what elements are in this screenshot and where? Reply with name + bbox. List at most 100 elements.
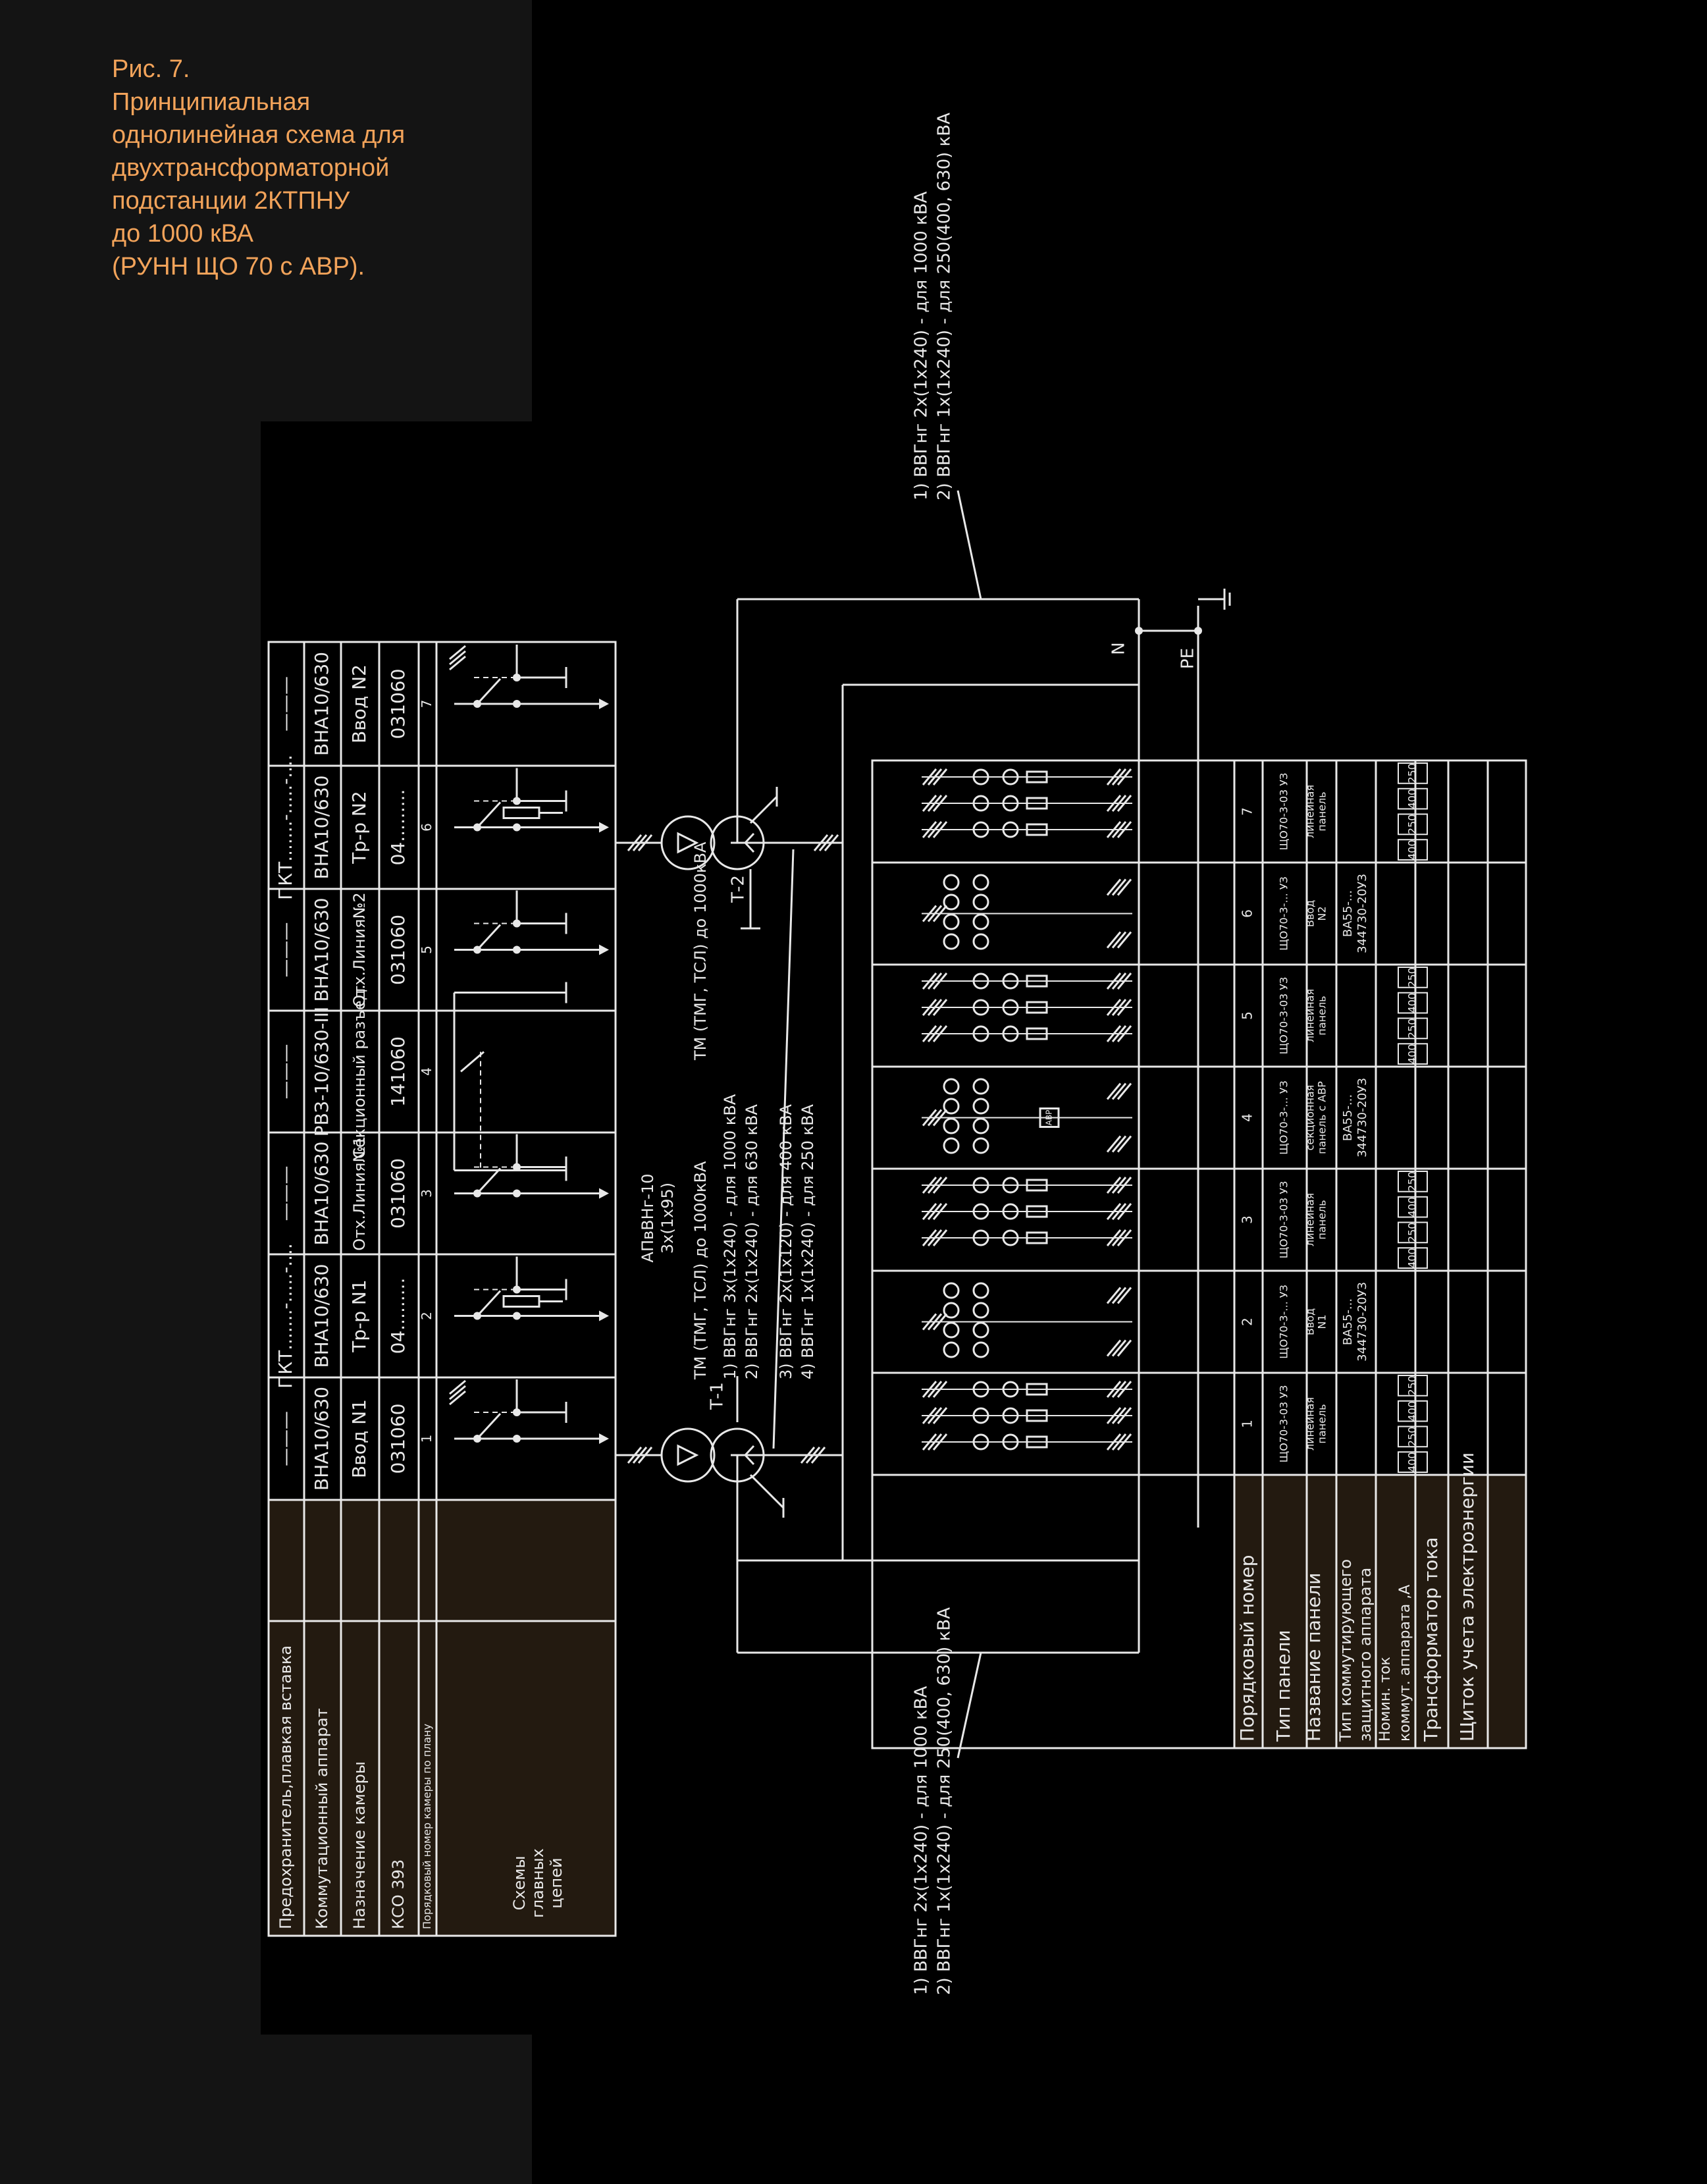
lv-row-header: Щиток учета электроэнергии	[1456, 1452, 1478, 1742]
ct-box	[1026, 1001, 1048, 1014]
cable-tick	[449, 650, 466, 666]
cable-tick	[1106, 1229, 1122, 1246]
lv-breaker: 344730-20УЗ	[1355, 874, 1369, 953]
hv-row-header: КСО 393	[389, 1859, 407, 1929]
current-box	[1398, 1247, 1428, 1269]
current-box	[1398, 1043, 1428, 1065]
lv-panel-name: линейная	[1304, 989, 1317, 1042]
lv-panel-name: линейная	[1304, 785, 1317, 838]
hv-cell-switch: ВНА10/630	[311, 1142, 332, 1246]
cable-tick	[1111, 1407, 1127, 1424]
lv-row-header: коммут. аппарата ,А	[1397, 1585, 1413, 1742]
lv-current: 250	[1406, 1019, 1419, 1039]
ammeter	[972, 1407, 989, 1424]
lv-breaker: ВА55-...	[1341, 890, 1355, 937]
lv-current: 250	[1406, 1171, 1419, 1192]
label-n: N	[1109, 642, 1129, 654]
ammeter	[943, 874, 960, 891]
ct-box	[1026, 1205, 1048, 1218]
hv-cell-purpose: Тр-р N2	[348, 791, 370, 864]
lv-breaker: ВА55-...	[1341, 1094, 1355, 1141]
lv-row-header: Тип коммутирующего	[1336, 1559, 1355, 1742]
lv-panel-num: 6	[1240, 909, 1255, 918]
lv-winding	[710, 815, 765, 870]
lv-panel-name: панель	[1316, 1200, 1328, 1239]
cable-tick	[800, 1447, 816, 1464]
hv-cell-switch: РВЗ-10/630-III	[311, 1007, 332, 1137]
lv-panel-name: линейная	[1304, 1193, 1317, 1246]
cable-tick	[1116, 1287, 1132, 1304]
schemes-label: Схемы	[510, 1856, 529, 1911]
current-box	[1398, 1196, 1428, 1218]
cable-tick	[627, 834, 643, 851]
node-dot	[513, 1312, 521, 1320]
label-t2: Т-2	[729, 875, 748, 903]
ammeter	[1002, 768, 1019, 786]
cable-tick	[932, 768, 948, 786]
cable-tick	[922, 768, 937, 786]
cable-tick	[1111, 1203, 1127, 1220]
hv-cell-fuse: ПКТ.......-.....-....	[275, 755, 296, 900]
ammeter	[972, 972, 989, 990]
ct-box	[1026, 1409, 1048, 1422]
cable-tick	[1106, 972, 1122, 990]
cable-tick	[1116, 1339, 1132, 1357]
cable-tick	[1116, 821, 1132, 838]
current-box	[1398, 813, 1428, 836]
cable-tick	[632, 1447, 648, 1464]
trafo-cable-line: 2) ВВГнг 2х(1х240) - для 630 кВА	[743, 1104, 761, 1379]
cable-tick	[932, 821, 948, 838]
cable-tick	[1111, 878, 1127, 896]
arrow	[599, 822, 609, 833]
ammeter	[972, 933, 989, 950]
hv-row-header: Коммутационный аппарат	[313, 1708, 331, 1929]
lv-current: 250	[1406, 814, 1419, 835]
earth-link-t1	[749, 1474, 785, 1509]
cable-tick	[927, 999, 943, 1016]
cable-tick	[932, 795, 948, 812]
lv-panel-name: линейная	[1304, 1397, 1317, 1451]
hv-cell-switch: ВНА10/630	[311, 1387, 332, 1491]
current-box	[1398, 839, 1428, 861]
cable-tick	[1116, 768, 1132, 786]
cable-tick	[824, 834, 839, 851]
hv-winding	[660, 1427, 716, 1483]
cable-tick	[637, 834, 653, 851]
lv-breaker: ВА55-...	[1341, 1298, 1355, 1345]
cable-tick	[922, 795, 937, 812]
cable-tick	[449, 655, 466, 671]
cable-tick	[1116, 1203, 1132, 1220]
cable-tick	[1116, 1407, 1132, 1424]
lv-panel-name: панель с АВР	[1316, 1081, 1328, 1154]
cable-tick	[922, 1203, 937, 1220]
star-symbol	[744, 832, 755, 844]
ct-box	[1026, 1231, 1048, 1244]
ammeter	[972, 1078, 989, 1095]
ammeter	[943, 1117, 960, 1134]
node-dot	[1194, 627, 1202, 635]
delta-symbol	[677, 1444, 699, 1466]
star-symbol	[744, 1454, 755, 1466]
hv-cell-kso: 04.........	[387, 789, 409, 866]
ammeter	[972, 1177, 989, 1194]
cable-tick	[1106, 1339, 1122, 1357]
hv-cell-num: 5	[419, 946, 434, 954]
caption-line: однолинейная схема для	[112, 121, 406, 149]
cable-tick	[1116, 999, 1132, 1016]
ammeter	[972, 1098, 989, 1115]
lv-panel-type: ЩО70-3-03 УЗ	[1278, 977, 1290, 1055]
schemes-label: главных	[529, 1848, 547, 1918]
caption-line: Рис. 7.	[112, 55, 190, 83]
switch-blade	[476, 801, 502, 828]
cable-tick	[932, 1177, 948, 1194]
lv-panel-type: ЩО70-3-... УЗ	[1278, 1080, 1290, 1155]
lv-panel-name: панель	[1316, 996, 1328, 1035]
lv-panel-num: 2	[1240, 1318, 1255, 1326]
lv-panel-type: ЩО70-3-03 УЗ	[1278, 773, 1290, 851]
cable-tick	[1106, 1082, 1122, 1100]
ct-box	[1026, 1027, 1048, 1040]
cable-tick	[927, 1407, 943, 1424]
current-box	[1398, 787, 1428, 810]
lv-row-header: защитного аппарата	[1356, 1568, 1375, 1742]
cable-tick	[632, 834, 648, 851]
